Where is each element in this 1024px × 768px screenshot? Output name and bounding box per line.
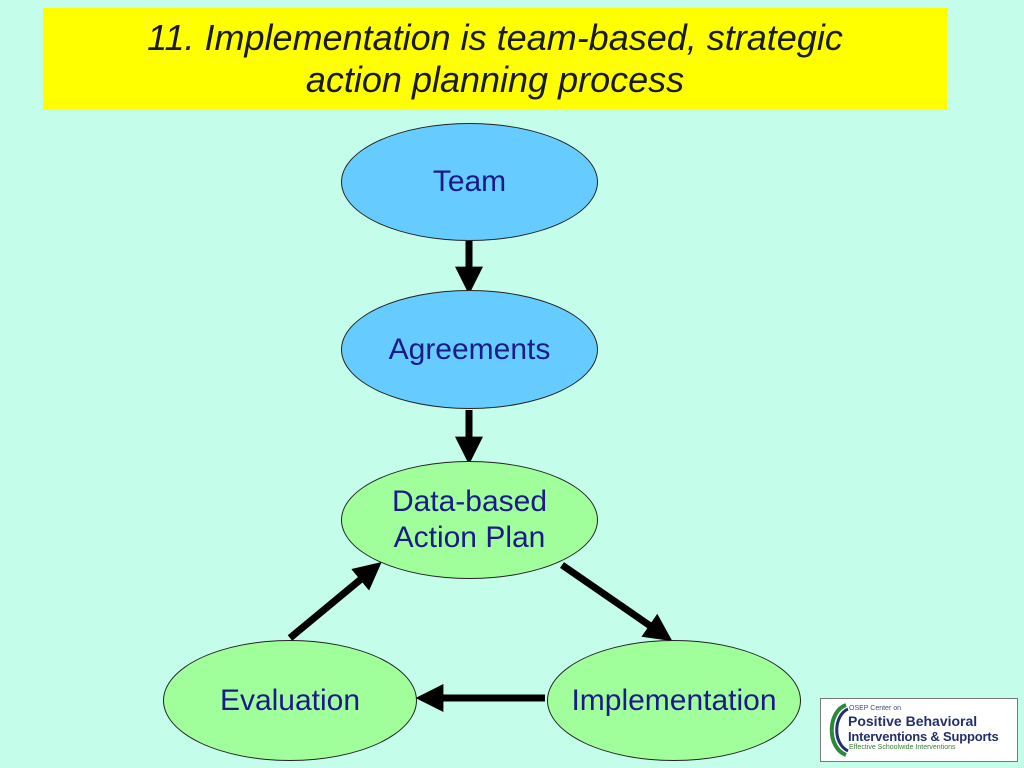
node-agreements: Agreements bbox=[341, 290, 598, 409]
title-line-1: 11. Implementation is team-based, strate… bbox=[147, 17, 843, 58]
arrow-evaluation-to-plan bbox=[287, 561, 382, 641]
node-evaluation: Evaluation bbox=[163, 640, 417, 761]
node-agreements-label: Agreements bbox=[388, 332, 551, 366]
node-evaluation-label: Evaluation bbox=[219, 683, 361, 717]
node-implementation-label: Implementation bbox=[571, 683, 777, 717]
node-plan-label-line-2: Action Plan bbox=[393, 521, 546, 554]
node-team: Team bbox=[341, 123, 598, 241]
node-team-label: Team bbox=[432, 165, 507, 198]
logo-line-3: Effective Schoolwide Interventions bbox=[849, 744, 956, 751]
arrow-plan-to-implementation bbox=[560, 562, 673, 642]
pbis-logo: OSEP Center on Positive Behavioral Inter… bbox=[820, 698, 1018, 762]
logo-swoosh-icon bbox=[829, 703, 849, 757]
title-line-2: action planning process bbox=[305, 59, 685, 100]
logo-line-2: Interventions & Supports bbox=[848, 729, 999, 744]
logo-line-1: Positive Behavioral bbox=[848, 713, 978, 729]
logo-small-text: OSEP Center on bbox=[849, 705, 902, 712]
node-data-based-action-plan: Data-based Action Plan bbox=[341, 461, 598, 579]
node-implementation: Implementation bbox=[547, 640, 801, 761]
node-plan-label-line-1: Data-based bbox=[391, 485, 548, 518]
slide-title: 11. Implementation is team-based, strate… bbox=[43, 8, 947, 110]
